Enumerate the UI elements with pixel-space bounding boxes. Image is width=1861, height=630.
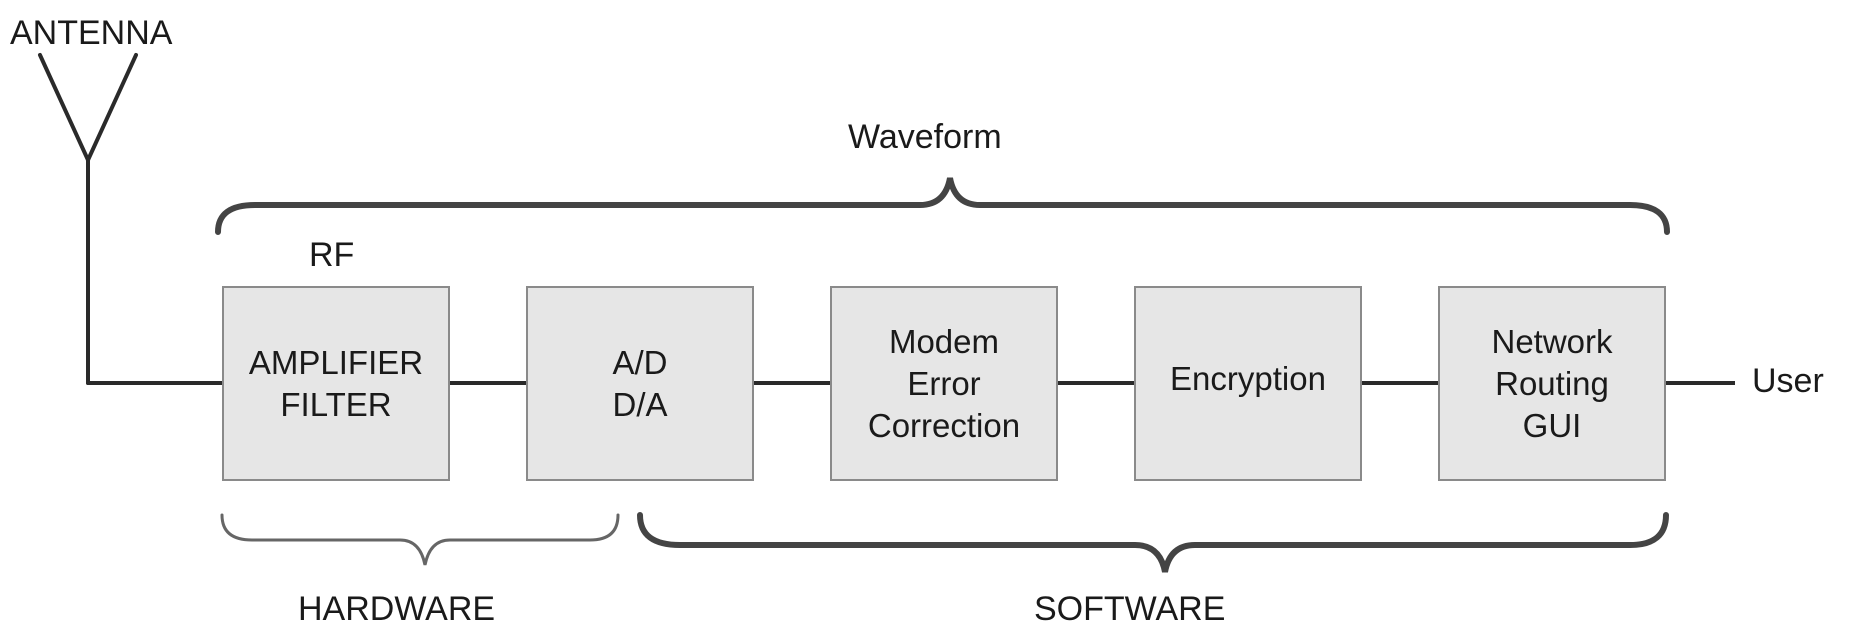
block-line: Correction (867, 406, 1021, 444)
block-line: Encryption (1170, 360, 1326, 397)
encryption-block: Encryption (1134, 286, 1362, 481)
software-label: SOFTWARE (1034, 590, 1226, 628)
block-line: Routing (1495, 364, 1609, 402)
block-line: GUI (1522, 406, 1582, 444)
hardware-label: HARDWARE (298, 590, 496, 628)
block-line: FILTER (280, 385, 392, 423)
block-line: A/D (612, 343, 668, 381)
block-line: AMPLIFIER (248, 343, 424, 381)
antenna-label: ANTENNA (10, 14, 173, 52)
waveform-label: Waveform (848, 118, 1002, 156)
rf-label: RF (309, 236, 355, 274)
modem-error-correction-block: Modem Error Correction (830, 286, 1058, 481)
block-line: Error (907, 364, 981, 402)
block-line: D/A (612, 385, 668, 423)
hardware-brace (220, 513, 620, 566)
waveform-brace (215, 177, 1670, 235)
network-routing-gui-block: Network Routing GUI (1438, 286, 1666, 481)
antenna-icon (38, 53, 224, 385)
block-line: Modem (888, 322, 1000, 360)
ad-da-block: A/D D/A (526, 286, 754, 481)
user-label: User (1752, 362, 1824, 400)
block-line: Network (1491, 322, 1613, 360)
software-brace (637, 512, 1669, 573)
amplifier-filter-block: AMPLIFIER FILTER (222, 286, 450, 481)
